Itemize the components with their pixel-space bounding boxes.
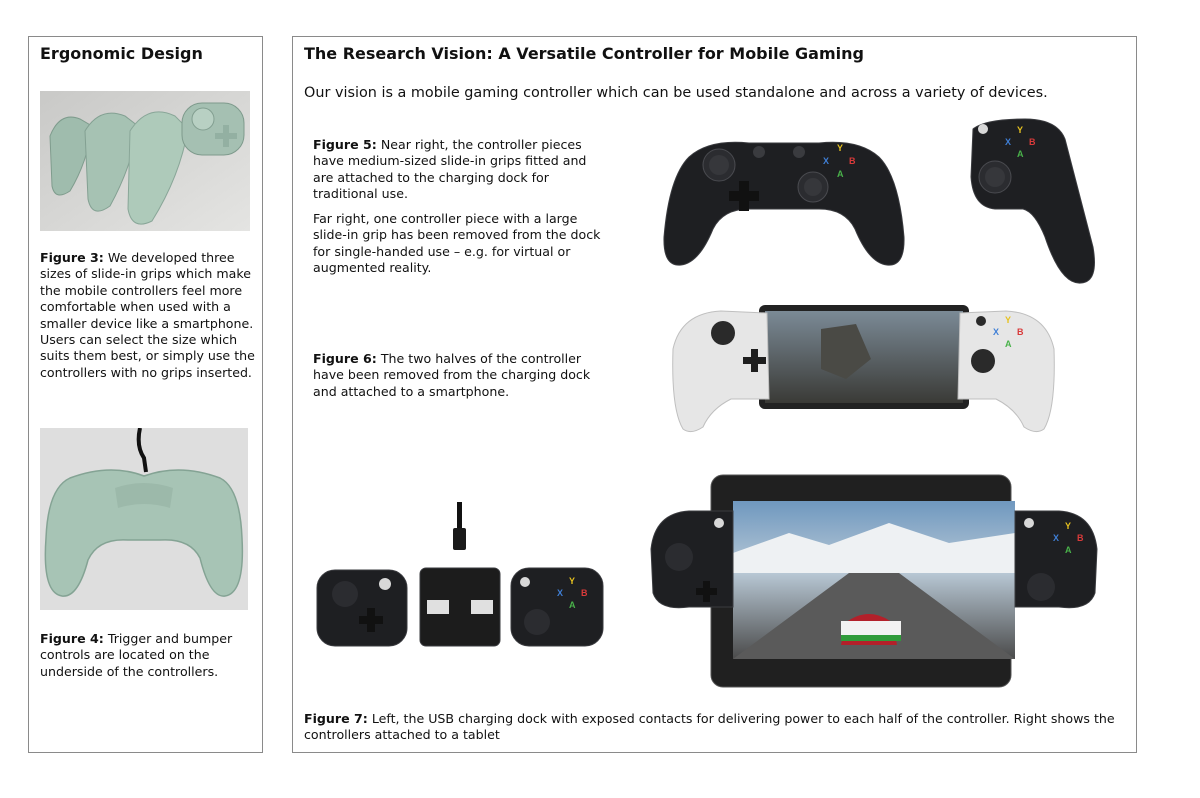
fig6-y-button: Y xyxy=(1005,315,1011,325)
fig5b-b-button: B xyxy=(1029,137,1036,147)
figure5-caption-continued: Far right, one controller piece with a l… xyxy=(313,211,601,276)
figure6-smartphone-image: Y X B A xyxy=(671,299,1056,435)
right-panel: The Research Vision: A Versatile Control… xyxy=(292,36,1137,753)
fig5-y-button: Y xyxy=(837,143,843,153)
fig5-b-button: B xyxy=(849,156,856,166)
fig5b-y-button: Y xyxy=(1017,125,1023,135)
figure4-caption: Figure 4: Trigger and bumper controls ar… xyxy=(40,631,233,679)
figure3-grips-photo xyxy=(40,91,250,231)
fig5-a-button: A xyxy=(837,169,844,179)
fig5b-a-button: A xyxy=(1017,149,1024,159)
fig7b-a-button: A xyxy=(1065,545,1072,555)
fig7b-x-button: X xyxy=(1053,533,1059,543)
fig7-x-button: X xyxy=(557,588,563,598)
figure5-single-piece-image: Y X B A xyxy=(965,117,1100,287)
fig7-b-button: B xyxy=(581,588,588,598)
left-panel-heading: Ergonomic Design xyxy=(40,44,203,63)
intro-text: Our vision is a mobile gaming controller… xyxy=(304,85,1048,101)
fig7b-y-button: Y xyxy=(1065,521,1071,531)
left-panel: Ergonomic Design Figure 3: We developed … xyxy=(28,36,263,753)
fig6-x-button: X xyxy=(993,327,999,337)
fig7-y-button: Y xyxy=(569,576,575,586)
right-panel-heading: The Research Vision: A Versatile Control… xyxy=(304,44,864,63)
figure5-docked-controller-image: Y X B A xyxy=(659,137,909,272)
figure5-caption: Figure 5: Near right, the controller pie… xyxy=(313,137,587,202)
figure4-controller-photo xyxy=(40,428,248,610)
fig6-a-button: A xyxy=(1005,339,1012,349)
fig7b-b-button: B xyxy=(1077,533,1084,543)
figure3-caption: Figure 3: We developed three sizes of sl… xyxy=(40,250,255,380)
figure7-charging-dock-image: Y X B A xyxy=(315,502,605,650)
fig6-b-button: B xyxy=(1017,327,1024,337)
figure6-caption: Figure 6: The two halves of the controll… xyxy=(313,351,591,399)
figure7-tablet-image: Y X B A xyxy=(649,473,1099,689)
fig7-a-button: A xyxy=(569,600,576,610)
fig5-x-button: X xyxy=(823,156,829,166)
figure7-caption: Figure 7: Left, the USB charging dock wi… xyxy=(304,711,1115,743)
fig5b-x-button: X xyxy=(1005,137,1011,147)
